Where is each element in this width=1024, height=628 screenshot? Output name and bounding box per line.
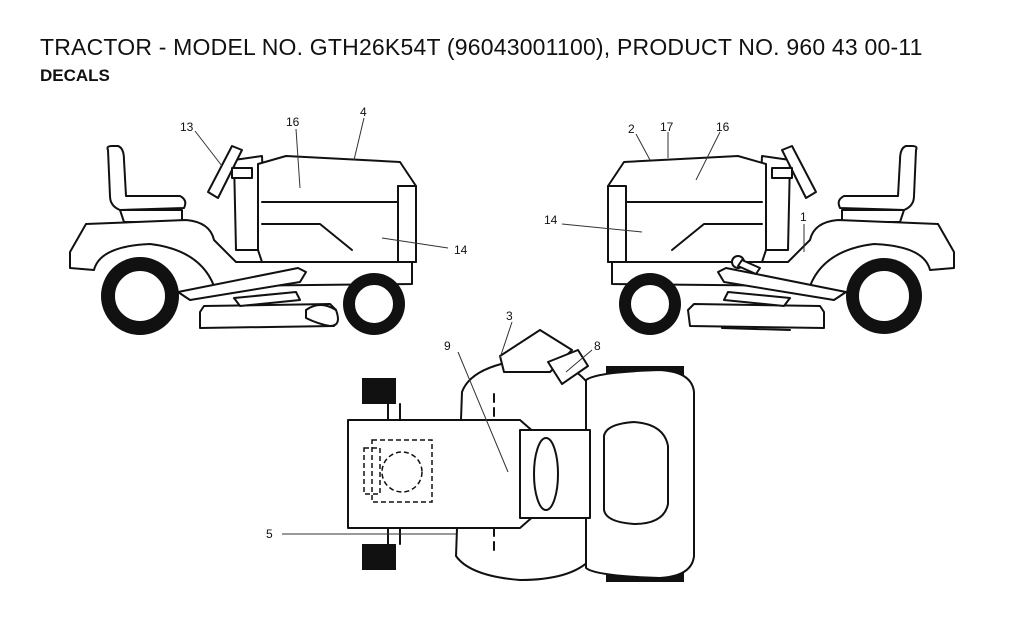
callout-top-9: 9 bbox=[444, 339, 451, 353]
callout-right-2: 2 bbox=[628, 122, 635, 136]
callout-top-8: 8 bbox=[594, 339, 601, 353]
callout-left-4: 4 bbox=[360, 105, 367, 119]
callout-right-14: 14 bbox=[544, 213, 558, 227]
tractor-right-side-view: 2 17 16 14 1 bbox=[544, 120, 955, 335]
callout-right-17: 17 bbox=[660, 120, 674, 134]
callout-right-1: 1 bbox=[800, 210, 807, 224]
tractor-left-side-view: 13 16 4 14 bbox=[69, 105, 468, 335]
callout-top-3: 3 bbox=[506, 309, 513, 323]
callout-top-5: 5 bbox=[266, 527, 273, 541]
callout-right-16: 16 bbox=[716, 120, 730, 134]
diagram-title: TRACTOR - MODEL NO. GTH26K54T (960430011… bbox=[40, 34, 923, 60]
diagram-subtitle: DECALS bbox=[40, 66, 110, 85]
callout-left-14: 14 bbox=[454, 243, 468, 257]
callout-left-16: 16 bbox=[286, 115, 300, 129]
tractor-top-view: 3 9 8 5 bbox=[266, 309, 695, 582]
callout-left-13: 13 bbox=[180, 120, 194, 134]
